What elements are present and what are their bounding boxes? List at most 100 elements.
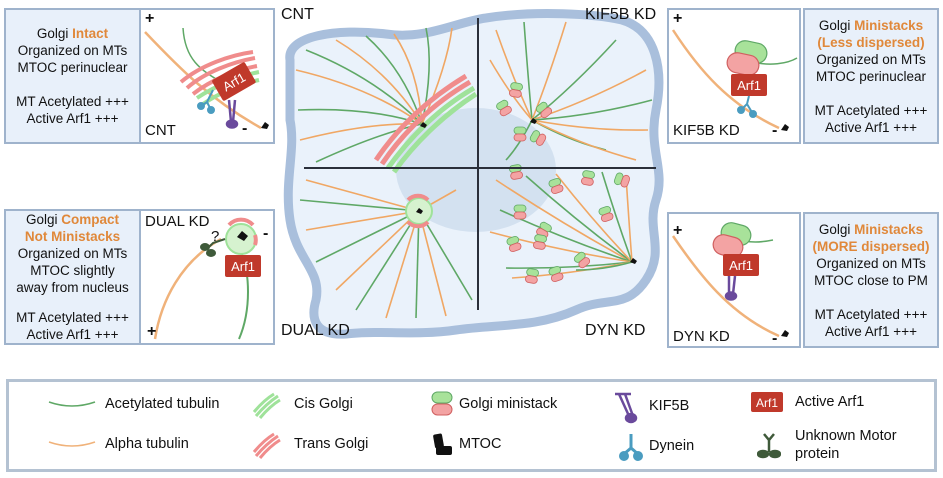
golgi-ministack [581,170,595,186]
stat-line: MT Acetylated +++ [814,306,928,322]
trans-golgi-icon [252,432,281,459]
dual-detail-panel: Arf1 DUAL KD ? - + [139,209,275,345]
golgi-ministack [509,82,523,98]
mtoc-icon [433,433,452,455]
legend-label-unknown-motor: Unknown Motor [795,428,897,444]
microtubule [495,179,633,263]
unknown-motor-icon [200,238,226,257]
plus-end-sign: + [145,10,155,27]
golgi-ministack [573,251,591,269]
mtoc-icon [416,208,423,214]
minus-end-sign: - [772,330,778,347]
quadrant-label-dyn: DYN KD [585,322,646,339]
kif5b-golgi-state: Golgi Ministacks [805,17,937,34]
mtoc-icon [420,122,427,128]
desc-line: Organized on MTs [816,255,926,271]
mtoc-icon [237,231,248,241]
microtubule [505,119,533,161]
microtubule [531,119,637,161]
minus-end-sign: - [263,225,269,242]
dual-golgi-compact [405,193,433,229]
legend-label-active-arf1: Active Arf1 [795,394,865,410]
question-mark: ? [211,228,220,245]
dynein-icon [737,95,757,118]
svg-text:Arf1: Arf1 [231,259,255,274]
golgi-state-highlight-2: Not Ministacks [24,229,121,244]
dynein-icon [619,434,643,461]
central-cell-diagram [283,9,664,339]
dual-description-box: Golgi Compact Not Ministacks Organized o… [4,209,141,345]
legend-label-kif5b: KIF5B [649,398,690,414]
quadrant-label-dual: DUAL KD [281,322,350,339]
golgi-ministack-icon [431,391,453,416]
panel-condition-label: DYN KD [673,328,730,345]
alpha-tubulin-icon [671,235,780,338]
microtubule [525,175,633,263]
desc-line: MTOC slightly [30,263,115,278]
microtubule [575,261,633,271]
kif5b-icon [615,392,638,424]
legend-label-unknown-motor-line2: protein [795,446,840,462]
arf1-badge: Arf1 [751,392,783,412]
golgi-state-highlight: Ministacks [854,17,924,33]
microtubule [523,21,533,121]
microtubule [555,173,633,263]
minus-end-sign: - [242,120,248,137]
plus-end-sign: + [147,323,157,340]
desc-line: Organized on MTs [17,246,128,261]
microtubule [505,261,633,269]
stat-line: Active Arf1 +++ [26,327,119,342]
stat-line: Active Arf1 +++ [26,111,119,126]
golgi-ministack [613,172,631,188]
cnt-detail-illustration: Arf1 [144,27,269,130]
desc-line: Organized on MTs [17,43,128,58]
golgi-ministack [598,205,614,223]
golgi-state-highlight: Ministacks [854,221,924,237]
legend: Acetylated tubulin Alpha tubulin Cis Gol… [6,379,937,472]
quadrant-label-cnt: CNT [281,6,314,23]
kif5b-description-box: Golgi Ministacks (Less dispersed) Organi… [803,8,939,144]
dyn-golgi-state: Golgi Ministacks [805,221,937,238]
desc-line: MTOC close to PM [814,272,928,288]
golgi-ministack [529,130,547,146]
golgi-ministack [506,235,522,253]
legend-label-acetylated-tubulin: Acetylated tubulin [105,396,220,412]
microtubule [299,123,423,141]
legend-label-dynein: Dynein [649,438,695,454]
microtubule [495,29,533,121]
alpha-tubulin-line [48,441,96,447]
legend-label-mtoc: MTOC [459,436,502,452]
mtoc-icon [781,124,789,131]
mtoc-icon [261,122,269,129]
microtubule [531,119,649,131]
alpha-tubulin-icon [671,29,780,130]
cnt-detail-panel: Arf1 + - CNT [139,8,275,144]
stat-line: MT Acetylated +++ [16,94,129,109]
golgi-ministack-icon [712,222,752,258]
golgi-ministack-icon [726,40,768,76]
unknown-motor-icon [757,433,781,459]
legend-label-alpha-tubulin: Alpha tubulin [105,436,189,452]
cnt-description-box: Golgi Intact Organized on MTs MTOC perin… [4,8,141,144]
dual-golgi-state: Golgi Compact [6,211,139,228]
golgi-prefix: Golgi [25,212,62,227]
microtubule [393,33,423,125]
dyn-detail-illustration: Arf1 [671,222,789,338]
golgi-prefix: Golgi [818,17,855,33]
stat-line: MT Acetylated +++ [814,102,928,118]
legend-label-trans-golgi: Trans Golgi [294,436,369,452]
golgi-state-highlight: Intact [72,26,109,41]
svg-text:Arf1: Arf1 [737,78,761,93]
dynein-icon [197,89,215,114]
desc-line: away from nucleus [16,280,129,295]
plus-end-sign: + [673,222,683,239]
panel-condition-label: CNT [145,122,176,139]
microtubule [489,231,633,263]
plus-end-sign: + [673,10,683,27]
kif5b-detail-panel: Arf1 + - KIF5B KD [667,8,801,144]
cis-golgi-icon [252,392,281,419]
kif5b-icon [225,99,239,129]
quadrant-label-kif5b: KIF5B KD [585,6,657,23]
svg-text:Arf1: Arf1 [729,258,753,273]
golgi-ministack [533,234,547,250]
